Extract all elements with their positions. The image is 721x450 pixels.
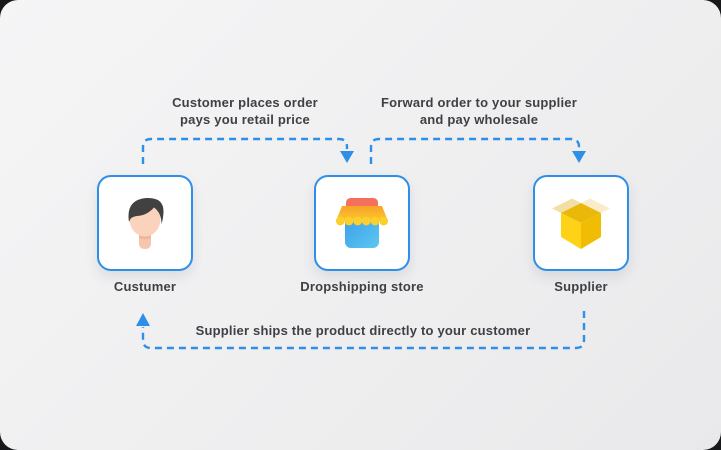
flow-label-line: and pay wholesale (419, 112, 539, 127)
flow-label-supplier-to-customer: Supplier ships the product directly to y… (143, 322, 583, 339)
node-supplier: Supplier (533, 175, 629, 294)
node-store: Dropshipping store (300, 175, 424, 294)
person-avatar-icon (128, 197, 164, 249)
node-label-supplier: Supplier (554, 279, 608, 294)
supplier-box (533, 175, 629, 271)
arrowhead-down-icon (340, 151, 354, 163)
flow-label-line: pays you retail price (180, 112, 310, 127)
flow-label-store-to-supplier: Forward order to your supplier and pay w… (359, 94, 599, 128)
flow-label-line: Customer places order (172, 95, 318, 110)
arrow-customer-to-store (141, 137, 354, 164)
open-box-icon (552, 198, 610, 249)
node-label-store: Dropshipping store (300, 279, 424, 294)
arrowhead-down-icon (572, 151, 586, 163)
flow-label-line: Supplier ships the product directly to y… (195, 323, 531, 338)
flow-label-line: Forward order to your supplier (381, 95, 577, 110)
storefront-icon (335, 198, 389, 248)
customer-box (97, 175, 193, 271)
node-label-customer: Custumer (113, 279, 177, 294)
node-customer: Custumer (97, 175, 193, 294)
store-box (314, 175, 410, 271)
arrow-store-to-supplier (369, 137, 586, 164)
flow-label-customer-to-store: Customer places order pays you retail pr… (125, 94, 365, 128)
